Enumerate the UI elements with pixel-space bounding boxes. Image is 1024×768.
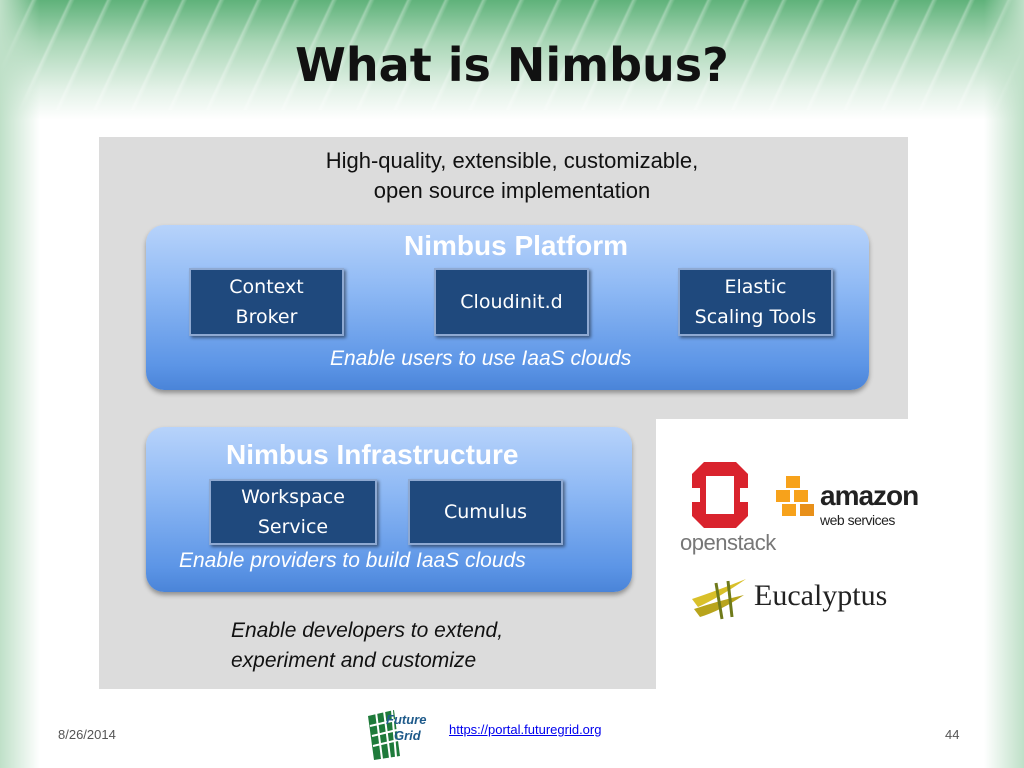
nimbus-platform-panel: Nimbus Platform Context Broker Cloudinit… bbox=[146, 225, 869, 390]
outro-text: Enable developers to extend, experiment … bbox=[231, 616, 631, 676]
slide-background-left bbox=[0, 0, 40, 768]
elastic-scaling-line-1: Elastic bbox=[724, 276, 787, 298]
cumulus-box: Cumulus bbox=[408, 479, 563, 545]
eucalyptus-leaf-icon bbox=[690, 577, 748, 621]
context-broker-line-1: Context bbox=[229, 276, 304, 298]
slide-background-stripes bbox=[0, 0, 1024, 110]
intro-text: High-quality, extensible, customizable, … bbox=[200, 146, 824, 206]
openstack-logo: openstack bbox=[676, 458, 776, 558]
slide-title: What is Nimbus? bbox=[295, 38, 729, 92]
nimbus-platform-heading: Nimbus Platform bbox=[404, 230, 629, 261]
workspace-service-line-1: Workspace bbox=[241, 486, 345, 508]
elastic-scaling-box: Elastic Scaling Tools bbox=[678, 268, 833, 336]
footer-date: 8/26/2014 bbox=[58, 727, 116, 742]
eucalyptus-logo: Eucalyptus bbox=[690, 575, 905, 623]
footer-page-number: 44 bbox=[945, 727, 960, 742]
intro-line-2: open source implementation bbox=[373, 178, 651, 203]
openstack-wordmark: openstack bbox=[680, 530, 776, 555]
openstack-logo-icon bbox=[692, 462, 748, 528]
intro-line-1: High-quality, extensible, customizable, bbox=[325, 148, 699, 173]
cloudinit-label: Cloudinit.d bbox=[460, 291, 563, 313]
cloudinit-box: Cloudinit.d bbox=[434, 268, 589, 336]
workspace-service-line-2: Service bbox=[257, 516, 329, 538]
footer-portal-link[interactable]: https://portal.futuregrid.org bbox=[449, 722, 602, 737]
futuregrid-logo: Future Grid bbox=[364, 708, 440, 762]
futuregrid-wordmark-line-1: Future bbox=[386, 712, 427, 727]
eucalyptus-wordmark: Eucalyptus bbox=[754, 579, 888, 612]
context-broker-box: Context Broker bbox=[189, 268, 344, 336]
slide-background-top bbox=[0, 0, 1024, 120]
amazon-web-services-logo: amazon web services bbox=[776, 474, 926, 530]
nimbus-platform-caption: Enable users to use IaaS clouds bbox=[330, 347, 632, 370]
slide-background-right bbox=[984, 0, 1024, 768]
aws-boxes-icon bbox=[776, 476, 814, 516]
nimbus-infrastructure-caption: Enable providers to build IaaS clouds bbox=[179, 549, 526, 572]
nimbus-infrastructure-panel: Nimbus Infrastructure Workspace Service … bbox=[146, 427, 632, 592]
web-services-wordmark: web services bbox=[820, 512, 895, 528]
outro-line-1: Enable developers to extend, bbox=[231, 619, 504, 642]
cumulus-label: Cumulus bbox=[443, 501, 528, 523]
futuregrid-wordmark-line-2: Grid bbox=[394, 728, 421, 743]
outro-line-2: experiment and customize bbox=[231, 649, 477, 672]
nimbus-infrastructure-heading: Nimbus Infrastructure bbox=[226, 439, 519, 470]
elastic-scaling-line-2: Scaling Tools bbox=[694, 306, 817, 328]
context-broker-line-2: Broker bbox=[235, 306, 298, 328]
futuregrid-grid-icon bbox=[368, 709, 400, 760]
amazon-wordmark: amazon bbox=[820, 480, 919, 511]
workspace-service-box: Workspace Service bbox=[209, 479, 377, 545]
